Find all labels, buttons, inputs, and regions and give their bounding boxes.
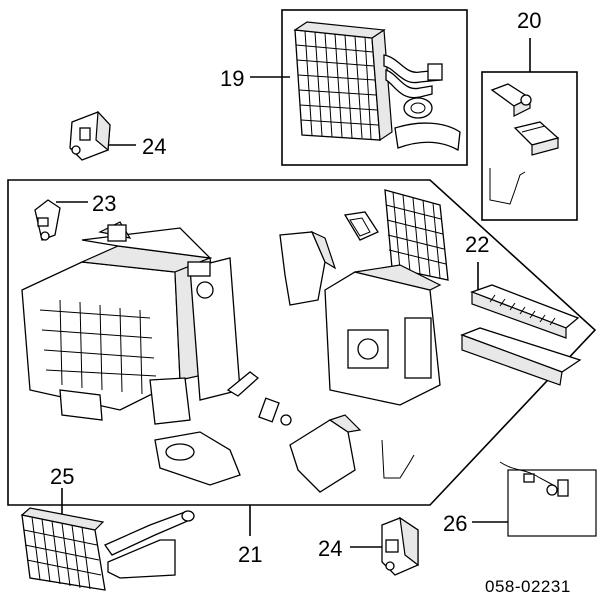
- lower-duct: [289, 414, 362, 493]
- blower-housing: [324, 264, 442, 406]
- callout-22: 22: [465, 232, 489, 257]
- seal-ring-small: [343, 211, 379, 241]
- callout-26: 26: [443, 511, 467, 536]
- evaporator-pipes: [383, 54, 443, 99]
- evaporator-core: [293, 21, 393, 142]
- sensor-20-wire: [489, 168, 526, 205]
- callout-24-lower: 24: [318, 536, 342, 561]
- harness-frame: [507, 469, 597, 537]
- evaporator-frame: [281, 9, 468, 166]
- lever-clip: [226, 371, 260, 397]
- callout-23: 23: [92, 191, 116, 216]
- drain-hose: [154, 431, 241, 486]
- air-filter-screen: [384, 189, 449, 281]
- motor-23: [34, 199, 61, 241]
- callout-24-upper: 24: [142, 134, 166, 159]
- callout-19: 19: [220, 66, 244, 91]
- sensor-20-upper: [490, 83, 532, 117]
- callout-20: 20: [517, 8, 541, 33]
- harness-26: [499, 461, 569, 497]
- diagram-code: 058-02231: [485, 577, 571, 596]
- actuator-24-upper: [69, 110, 111, 161]
- filter-case-22: [460, 284, 582, 386]
- sensor-kit-frame: [481, 71, 578, 221]
- heater-unit-assembly-frame: [7, 179, 597, 506]
- heater-core-25: [20, 507, 195, 591]
- sensor-20-lower: [513, 121, 560, 156]
- evaporator-seal: [394, 97, 461, 152]
- heater-housing-main: [21, 221, 241, 425]
- link-rod: [258, 397, 292, 426]
- callout-21: 21: [238, 542, 262, 567]
- wire-rod: [381, 439, 415, 479]
- actuator-24-lower: [381, 516, 419, 576]
- callout-25: 25: [50, 464, 74, 489]
- duct-bracket: [279, 230, 337, 306]
